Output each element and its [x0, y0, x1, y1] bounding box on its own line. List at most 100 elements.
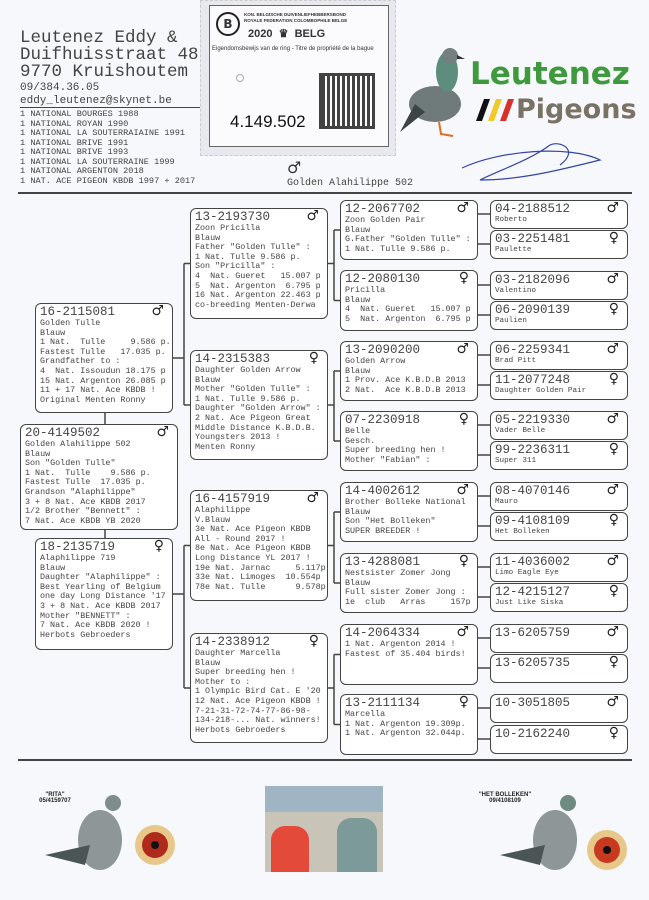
right-pigeon-name: "HET BOLLEKEN": [478, 792, 532, 798]
pedigree-box: 03-2251481♀Paulette: [490, 230, 628, 259]
qr-code-icon: [319, 73, 375, 129]
box-line: Blauw: [345, 224, 371, 235]
male-icon: ♂: [606, 271, 619, 287]
box-line: Blauw: [345, 294, 371, 305]
ring-number: 4.149.502: [230, 112, 306, 131]
achievement-item: 1 NATIONAL LA SOUTERRAIAINE 1991: [20, 128, 186, 138]
ring-number: 16-4157919: [195, 492, 271, 506]
box-line: 7 Nat. Ace KBDB YB 2020: [25, 515, 141, 526]
pigeon-logo-icon: [400, 48, 465, 137]
box-line: Zoon Golden Pair: [345, 215, 426, 225]
box-line: Blauw: [345, 577, 371, 588]
male-icon: ♂: [456, 624, 469, 640]
owner-email: eddy_leutenez@skynet.be: [20, 95, 200, 108]
box-line: Paulette: [495, 246, 532, 254]
male-icon: ♂: [456, 482, 469, 498]
box-line: 12 Nat. Ace Pigeon KBDB !: [195, 695, 321, 706]
box-line: Brad Pitt: [495, 357, 537, 365]
box-line: Brother Bolleke National: [345, 497, 466, 507]
box-line: Blauw: [195, 374, 221, 385]
box-line: Super 311: [495, 457, 537, 465]
box-line: Het Bolleken: [495, 528, 550, 536]
ring-number: 04-2188512: [495, 202, 571, 216]
female-icon: ♀: [608, 301, 619, 317]
box-line: Youngsters 2013 !: [195, 432, 281, 443]
ring-number: 13-2193730: [195, 210, 271, 224]
box-line: Golden Tulle: [40, 318, 101, 328]
box-line: Blauw: [40, 327, 66, 338]
box-line: G.Father "Golden Tulle" :: [345, 234, 471, 245]
box-line: Best Yearling of Belgium: [40, 581, 161, 592]
female-icon: ♀: [153, 538, 164, 554]
box-line: Fastest of 35.404 birds!: [345, 648, 466, 659]
box-line: 1 Nat. Argenton 2014 !: [345, 639, 456, 649]
pedigree-box: 06-2090139♀Paulien: [490, 301, 628, 330]
box-line: one day Long Distance '17: [40, 591, 166, 602]
box-line: Daughter Marcella: [195, 648, 281, 658]
box-line: Marcella: [345, 709, 386, 719]
ring-number: 13-2090200: [345, 343, 421, 357]
pedigree-box: 11-2077248♀Daughter Golden Pair: [490, 371, 628, 400]
owner-address: Duifhuisstraat 48: [20, 45, 199, 65]
box-line: Blauw: [345, 506, 371, 517]
male-icon: ♂: [606, 411, 619, 427]
ring-number: 14-2338912: [195, 635, 271, 649]
ring-number: 03-2182096: [495, 273, 571, 287]
box-line: Daughter "Alaphilippe" :: [40, 572, 161, 583]
pedigree-box: 10-3051805♂: [490, 694, 628, 723]
right-pigeon-ring: 09/4108109: [489, 798, 521, 804]
ring-number: 10-2162240: [495, 727, 571, 741]
achievement-item: 1 NAT. ACE PIGEON KBDB 1997 + 2017: [20, 175, 196, 186]
box-line: Menten Ronny: [195, 441, 256, 452]
pigeon-het-bolleken-photo: [500, 795, 627, 870]
achievement-item: 1 NATIONAL ROYAN 1990: [20, 118, 129, 129]
box-line: 4 Nat. Issoudun 18.175 p: [40, 365, 166, 376]
box-line: 1 Olympic Bird Cat. E '20: [195, 686, 321, 697]
box-line: 1 Nat. Tulle 9.586 p.: [345, 243, 451, 254]
box-line: Mother to :: [195, 676, 251, 687]
box-line: 1 Nat. Argenton 19.309p.: [345, 718, 466, 729]
ring-number: 13-2111134: [345, 696, 421, 710]
box-line: Herbots Gebroeders: [195, 724, 286, 735]
box-line: Daughter Golden Pair: [495, 387, 587, 395]
box-line: Alaphilippe: [195, 505, 251, 515]
box-line: 78e Nat. Tulle 9.578p: [195, 581, 326, 592]
female-icon: ♀: [308, 350, 319, 366]
ring-country: BELG: [294, 28, 326, 40]
ring-number: 16-2115081: [40, 305, 116, 319]
box-line: Just Like Siska: [495, 599, 564, 607]
header-divider: [18, 192, 632, 194]
male-icon: ♂: [606, 553, 619, 569]
ring-number: 11-4036002: [495, 555, 571, 569]
male-icon: ♂: [306, 490, 319, 506]
box-line: Blauw: [195, 657, 221, 668]
box-line: Golden Alahilippe 502: [25, 439, 131, 449]
box-line: 1 Nat. Tulle 9.586 p.: [195, 393, 301, 404]
female-icon: ♀: [458, 694, 469, 710]
ring-number: 09-4108109: [495, 514, 571, 528]
box-line: 4 Nat. Gueret 15.007 p: [195, 270, 321, 281]
achievement-item: 1 NATIONAL BOURGES 1988: [20, 109, 139, 119]
box-line: Fastest Tulle 17.035 p.: [25, 477, 146, 488]
ring-number: 07-2230918: [345, 413, 421, 427]
box-line: 2 Nat. Ace Pigeon Great: [195, 412, 311, 423]
ring-number: 14-2315383: [195, 352, 271, 366]
box-line: Mauro: [495, 498, 518, 506]
male-icon: ♂: [606, 482, 619, 498]
box-line: Vader Belle: [495, 427, 546, 435]
male-icon: ♂: [151, 303, 164, 319]
pedigree-box: 10-2162240♀: [490, 725, 628, 754]
left-pigeon-name: "RITA": [45, 792, 65, 798]
box-line: Blauw: [195, 232, 221, 243]
box-line: Limo Eagle Eye: [495, 569, 559, 577]
left-pigeon-ring: 05/4159707: [39, 798, 71, 804]
